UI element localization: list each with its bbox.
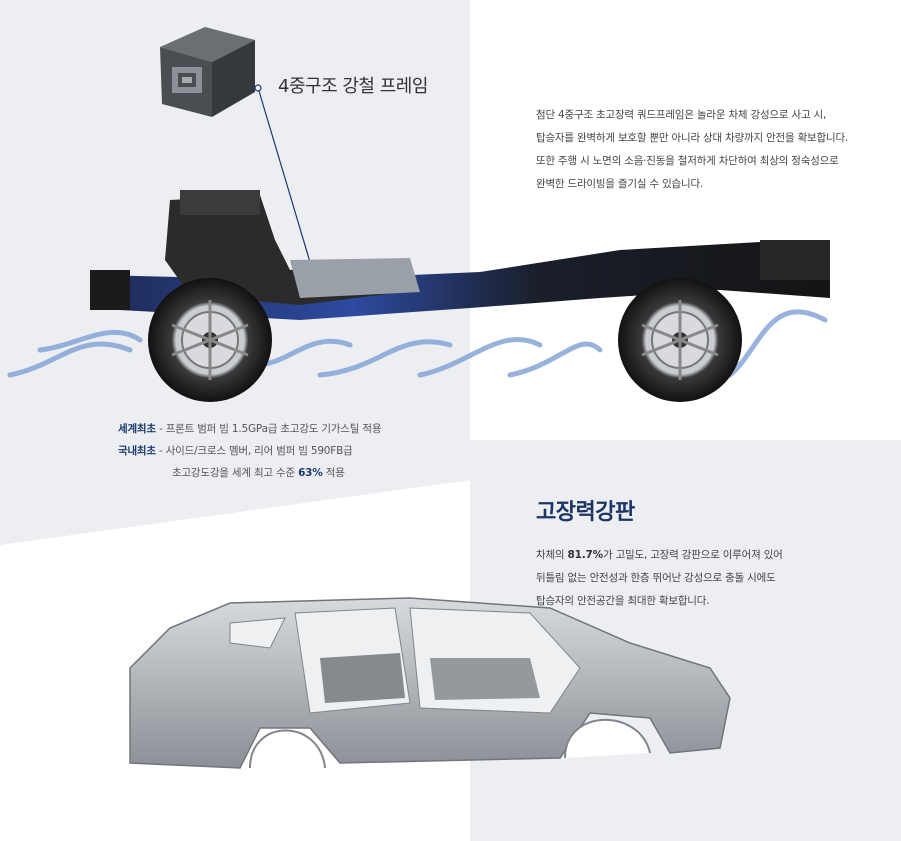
note-world-first-text: - 프론트 범퍼 빔 1.5GPa급 초고강도 기가스틸 적용 (155, 423, 382, 435)
steel-description: 차체의 81.7%가 고밀도, 고장력 강판으로 이루어져 있어 뒤틀림 없는 … (536, 544, 876, 613)
note-domestic-first: 국내최초 - 사이드/크로스 멤버, 리어 범퍼 빔 590FB급 (118, 440, 381, 462)
steel-line1: 차체의 81.7%가 고밀도, 고장력 강판으로 이루어져 있어 (536, 544, 876, 567)
note-world-first-label: 세계최초 (118, 423, 156, 435)
steel-title: 고장력강판 (536, 500, 635, 525)
chassis-illustration (7, 190, 830, 402)
airflow-arrows (7, 309, 828, 378)
body-in-white-illustration (129, 597, 731, 769)
note-line3-suffix: 적용 (322, 467, 345, 479)
note-line3-pct: 63% (298, 467, 323, 479)
note-domestic-first-label: 국내최초 (118, 445, 156, 457)
steel-line1-prefix: 차체의 (536, 549, 568, 561)
note-domestic-first-text: - 사이드/크로스 멤버, 리어 범퍼 빔 590FB급 (155, 445, 353, 457)
steel-frame-cross-section-icon (160, 27, 255, 117)
steel-line1-pct: 81.7% (567, 549, 604, 561)
steel-line3: 탑승자의 안전공간을 최대한 확보합니다. (536, 595, 710, 607)
frame-title: 4중구조 강철 프레임 (278, 76, 428, 97)
steel-line1-suffix: 가 고밀도, 고장력 강판으로 이루어져 있어 (602, 549, 783, 561)
steel-line2: 뒤틀림 없는 안전성과 한층 뛰어난 강성으로 충돌 시에도 (536, 572, 776, 584)
note-line3: 초고강도강을 세계 최고 수준 63% 적용 (118, 462, 381, 484)
note-world-first: 세계최초 - 프론트 범퍼 빔 1.5GPa급 초고강도 기가스틸 적용 (118, 418, 381, 440)
frame-description: 첨단 4중구조 초고장력 쿼드프레임은 놀라운 차체 강성으로 사고 시, 탑승… (536, 109, 849, 190)
note-line3-prefix: 초고강도강을 세계 최고 수준 (172, 467, 299, 479)
frame-notes: 세계최초 - 프론트 범퍼 빔 1.5GPa급 초고강도 기가스틸 적용 국내최… (118, 418, 381, 484)
